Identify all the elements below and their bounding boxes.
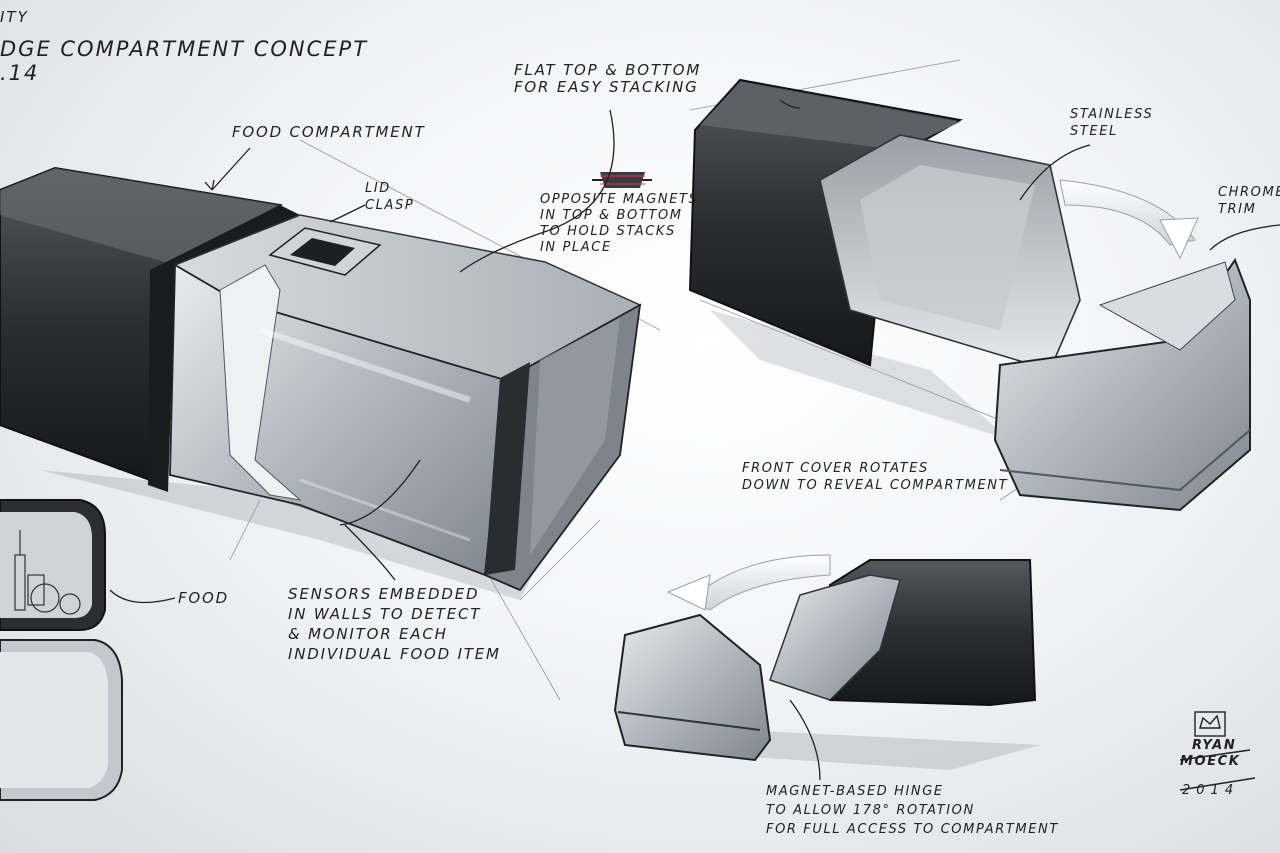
signature: RYAN MOECK — [1180, 738, 1240, 770]
label-sensors-embedded: SENSORS EMBEDDED IN WALLS TO DETECT & MO… — [288, 584, 501, 664]
label-lid-clasp: LID CLASP — [365, 180, 414, 214]
label-food-compartment: FOOD COMPARTMENT — [232, 123, 426, 141]
lid-clasp-line1: LID — [365, 181, 391, 196]
sensors-line1: SENSORS EMBEDDED — [288, 585, 480, 603]
flat-top-line2: FOR EASY STACKING — [514, 78, 699, 96]
sheet-title: DGE COMPARTMENT CONCEPT — [0, 37, 369, 61]
closed-compartment-illustration — [0, 139, 661, 701]
sensors-line4: INDIVIDUAL FOOD ITEM — [288, 645, 501, 663]
stainless-line1: STAINLESS — [1070, 107, 1154, 122]
magnets-line4: IN PLACE — [540, 240, 612, 255]
leader-lines — [109, 99, 1280, 781]
signature-name-line1: RYAN — [1192, 738, 1237, 753]
open-compartment-illustration — [688, 59, 1251, 512]
stainless-line2: STEEL — [1070, 124, 1118, 139]
magnets-line2: IN TOP & BOTTOM — [540, 208, 683, 223]
label-food: FOOD — [178, 589, 229, 607]
sensors-line2: IN WALLS TO DETECT — [288, 605, 482, 623]
magnets-line3: TO HOLD STACKS — [540, 224, 676, 239]
label-flat-top-bottom: FLAT TOP & BOTTOM FOR EASY STACKING — [514, 62, 701, 96]
front-cover-line2: DOWN TO REVEAL COMPARTMENT — [742, 478, 1009, 493]
chrome-line2: TRIM — [1218, 202, 1257, 217]
flat-top-line1: FLAT TOP & BOTTOM — [514, 61, 702, 79]
magnets-line1: OPPOSITE MAGNETS — [540, 192, 699, 207]
sheet-date: .14 — [0, 61, 40, 85]
label-magnet-hinge: MAGNET-BASED HINGE TO ALLOW 178° ROTATIO… — [766, 782, 1059, 839]
label-front-cover-rotates: FRONT COVER ROTATES DOWN TO REVEAL COMPA… — [742, 460, 1008, 494]
chrome-line1: CHROME — [1218, 185, 1280, 200]
signature-year: 2014 — [1182, 783, 1240, 798]
signature-logo — [1179, 711, 1256, 791]
front-cover-line1: FRONT COVER ROTATES — [742, 461, 929, 476]
hinge-view-illustration — [613, 554, 1040, 770]
hinge-line1: MAGNET-BASED HINGE — [766, 784, 944, 799]
hinge-line2: TO ALLOW 178° ROTATION — [766, 803, 975, 818]
magnet-icon — [592, 172, 652, 188]
sheet-header-line0: ITY — [0, 8, 29, 26]
top-view-inset-illustration — [0, 499, 123, 801]
sensors-line3: & MONITOR EACH — [288, 625, 448, 643]
signature-name-line2: MOECK — [1180, 754, 1241, 769]
hinge-line3: FOR FULL ACCESS TO COMPARTMENT — [766, 822, 1059, 837]
label-opposite-magnets: OPPOSITE MAGNETS IN TOP & BOTTOM TO HOLD… — [540, 192, 698, 256]
label-chrome-trim: CHROME TRIM — [1218, 184, 1280, 218]
lid-clasp-line2: CLASP — [365, 198, 415, 213]
label-stainless-steel: STAINLESS STEEL — [1070, 106, 1153, 140]
